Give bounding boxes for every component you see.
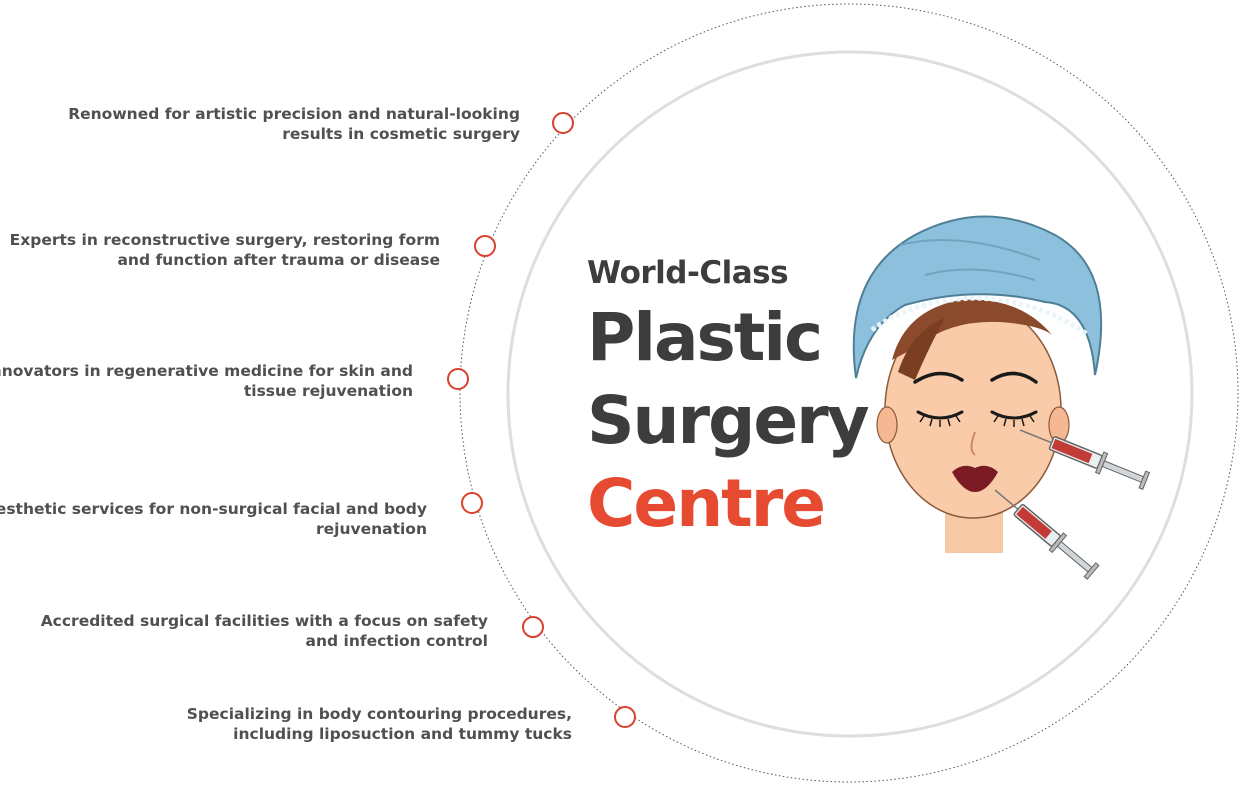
feature-marker [474, 235, 496, 257]
feature-text: Experts in reconstructive surgery, resto… [9, 231, 440, 249]
feature-text: and infection control [305, 632, 488, 650]
feature-text: results in cosmetic surgery [282, 125, 520, 143]
feature-marker [522, 616, 544, 638]
feature-text: including liposuction and tummy tucks [233, 725, 572, 743]
feature-marker [447, 368, 469, 390]
feature-marker [461, 492, 483, 514]
feature-item-contouring: Specializing in body contouring procedur… [187, 704, 572, 744]
feature-text: tissue rejuvenation [243, 382, 413, 400]
feature-text: Accredited surgical facilities with a fo… [40, 612, 488, 630]
feature-text: Aesthetic services for non-surgical faci… [0, 500, 427, 518]
lips [952, 465, 998, 492]
feature-text: Specializing in body contouring procedur… [186, 705, 572, 723]
brand-line-plastic: Plastic [587, 299, 823, 376]
feature-marker [552, 112, 574, 134]
feature-marker [614, 706, 636, 728]
feature-item-facilities: Accredited surgical facilities with a fo… [41, 611, 488, 651]
brand-line-centre: Centre [587, 465, 826, 542]
hair [892, 299, 1052, 360]
surgical-cap [852, 215, 1103, 379]
syringe-icon [994, 489, 1100, 580]
feature-item-cosmetic: Renowned for artistic precision and natu… [68, 104, 520, 144]
feature-text: rejuvenation [315, 520, 427, 538]
brand-line-surgery: Surgery [587, 382, 870, 459]
syringe-icon [1019, 429, 1151, 490]
feature-item-regenerative: Innovators in regenerative medicine for … [0, 361, 413, 401]
feature-item-aesthetic: Aesthetic services for non-surgical faci… [0, 499, 427, 539]
feature-text: and function after trauma or disease [117, 251, 440, 269]
brand-kicker: World-Class [587, 255, 789, 291]
face-illustration-icon [852, 215, 1103, 553]
feature-item-reconstructive: Experts in reconstructive surgery, resto… [10, 230, 440, 270]
outer-dotted-ring [459, 3, 1239, 783]
feature-text: Innovators in regenerative medicine for … [0, 362, 413, 380]
feature-text: Renowned for artistic precision and natu… [68, 105, 520, 123]
